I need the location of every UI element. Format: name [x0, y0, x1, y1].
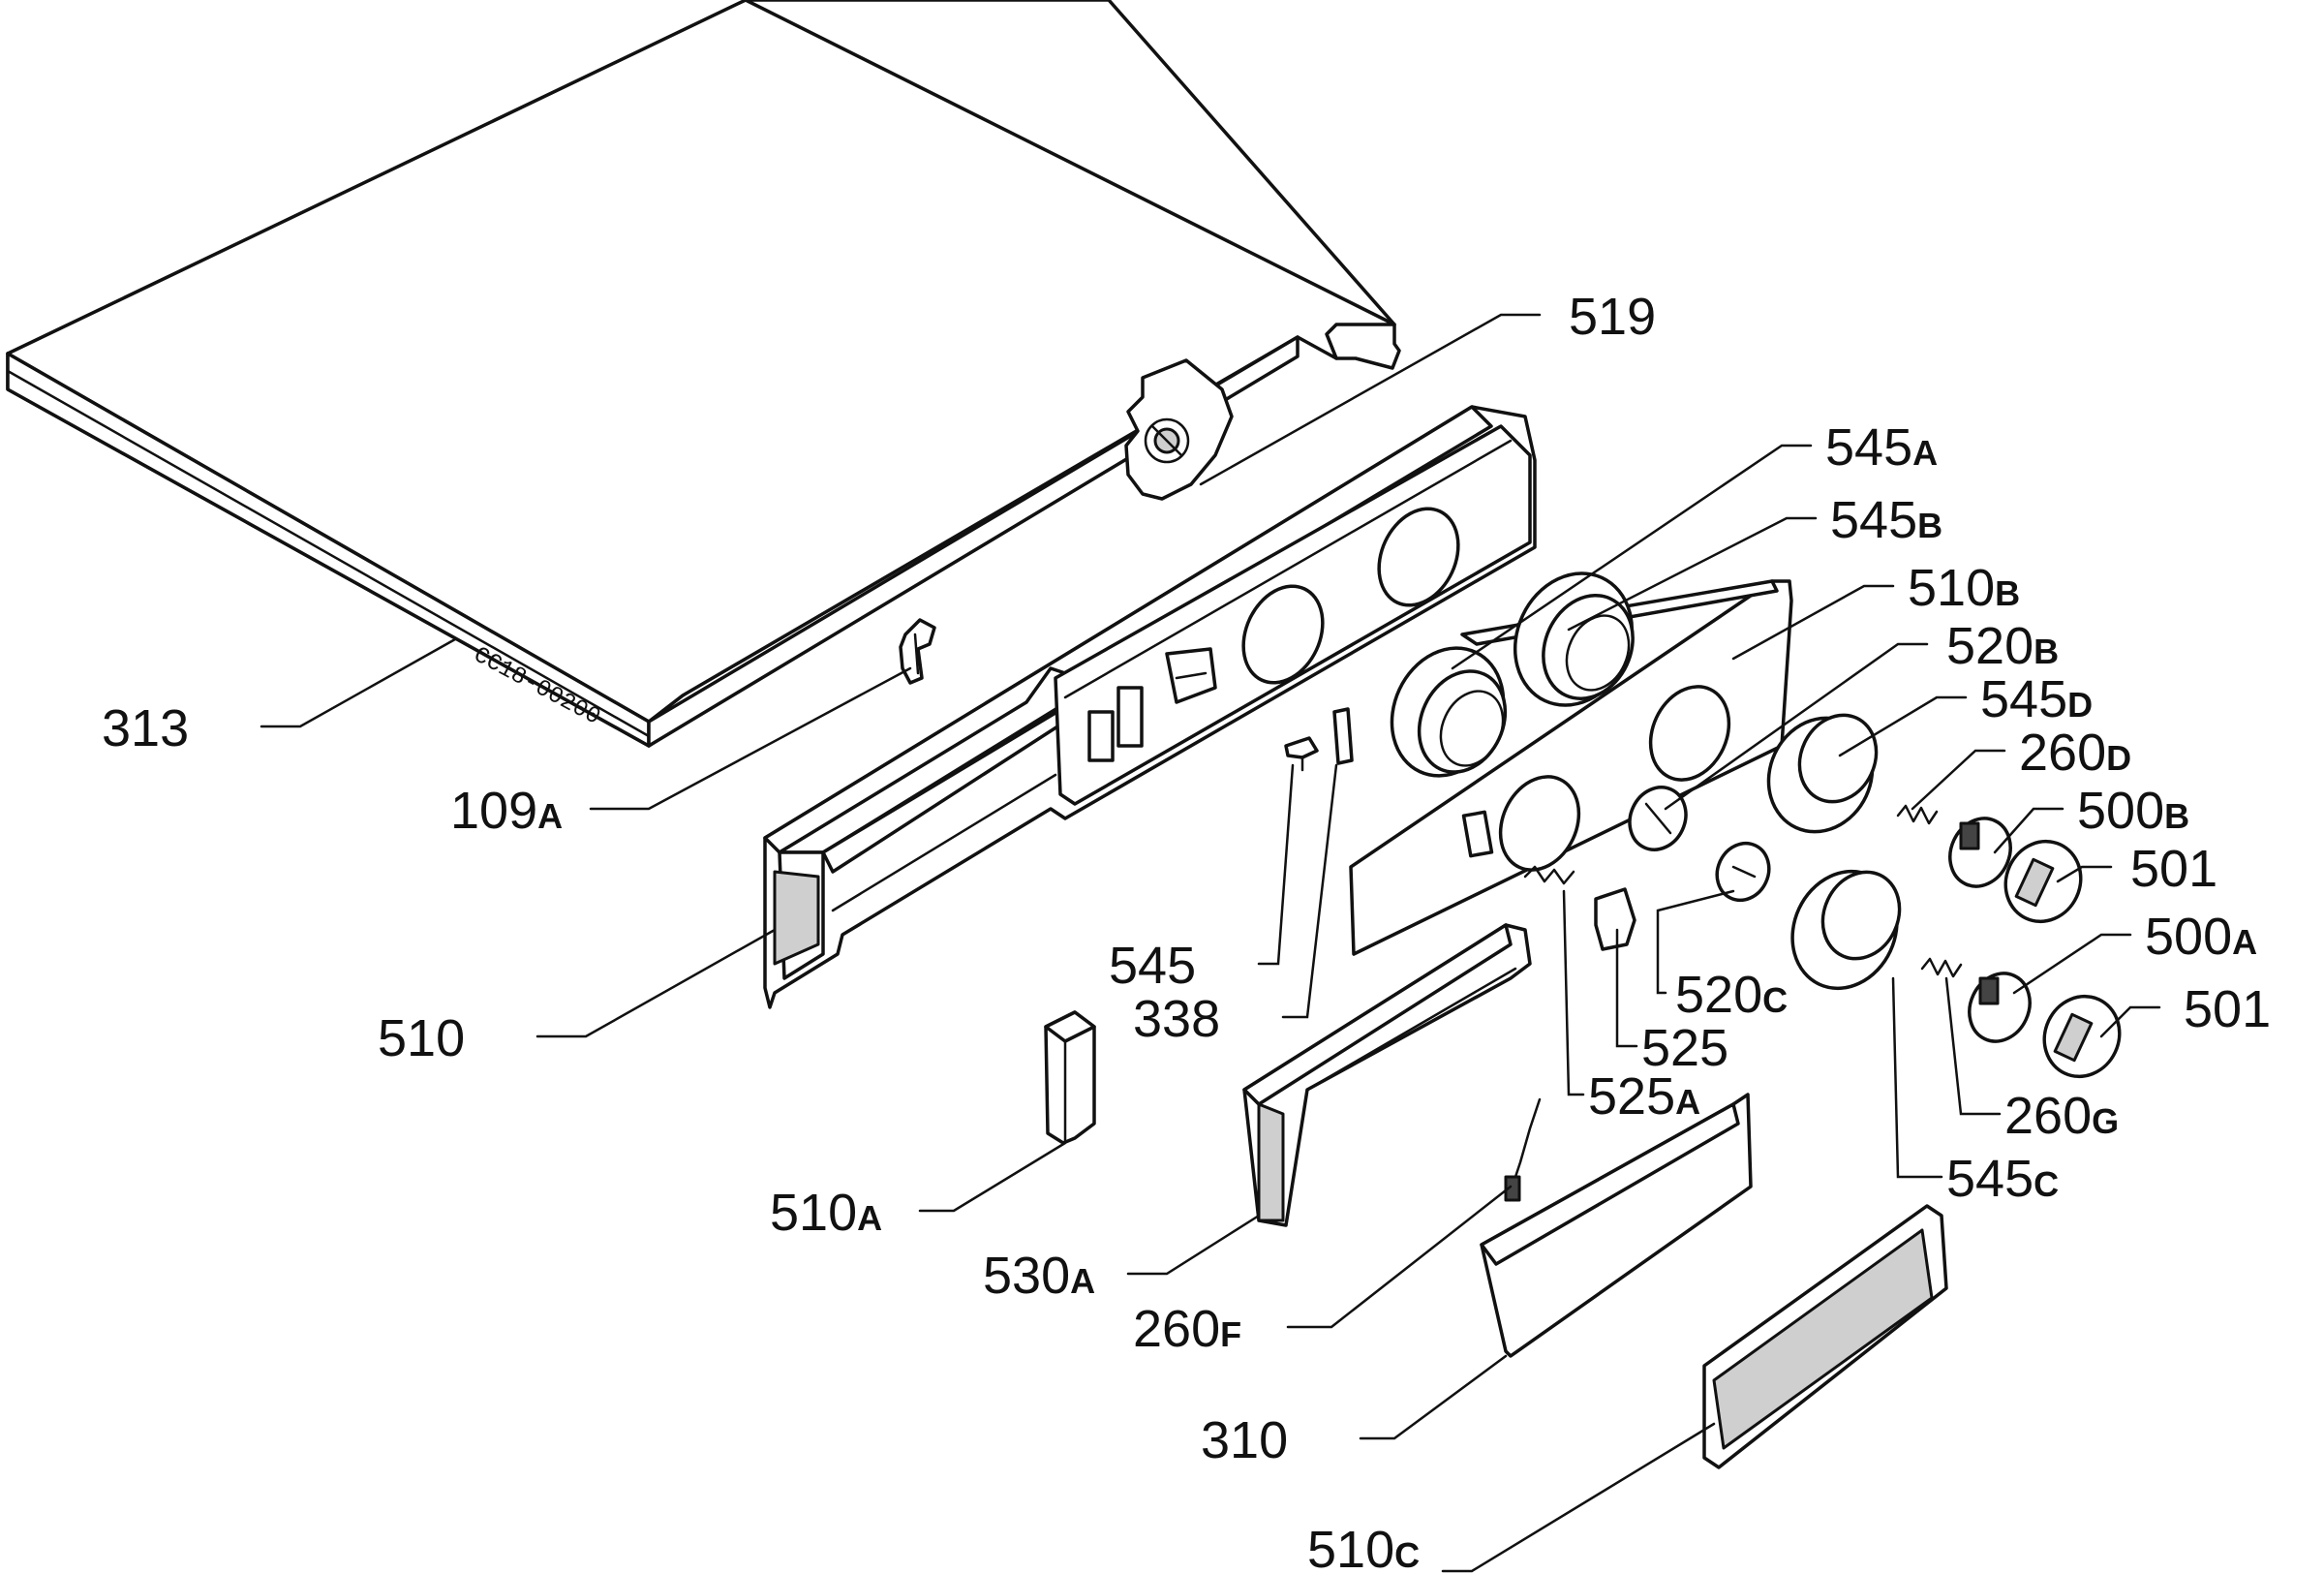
part-338-pin: [1332, 707, 1354, 765]
part-313-worktop: [6, 0, 1401, 748]
part-310-flap: [1480, 1093, 1753, 1358]
part-500A-knob-core: [1968, 972, 2032, 1043]
callout-260G: 260G: [2004, 1087, 2119, 1145]
part-545A-ring: [1390, 646, 1508, 778]
callout-520C: 520C: [1675, 966, 1788, 1024]
callout-519: 519: [1569, 288, 1656, 346]
callout-109A: 109A: [450, 782, 563, 840]
callout-545C: 545C: [1946, 1150, 2059, 1208]
callout-labels: 519 545A 545B 510B 520B 545D 260D 500B 5…: [102, 288, 2271, 1574]
part-545D-knob-skirt: [1766, 713, 1879, 834]
callout-545A: 545A: [1825, 418, 1938, 477]
part-525A-spring-pin: [1523, 865, 1575, 885]
part-109A-latch-clip: [899, 618, 936, 685]
callout-525: 525: [1641, 1019, 1728, 1077]
part-510-control-panel: [763, 405, 1537, 1009]
callout-510: 510: [378, 1009, 465, 1067]
callout-260D: 260D: [2019, 724, 2131, 782]
part-260D-spring: [1896, 804, 1939, 825]
callout-500A: 500A: [2145, 908, 2257, 966]
part-500B-knob-core: [1948, 817, 2012, 888]
part-501-knob-cap-upper: [2003, 839, 2083, 924]
callout-510C: 510C: [1307, 1521, 1420, 1574]
part-545C-knob-skirt: [1790, 869, 1902, 991]
callout-310: 310: [1201, 1411, 1288, 1469]
part-520C-switch-insert: [1715, 841, 1771, 903]
callout-501-lower: 501: [2184, 980, 2271, 1038]
callout-545B: 545B: [1830, 491, 1942, 549]
callout-520B: 520B: [1946, 617, 2059, 675]
part-501-knob-cap-lower: [2042, 994, 2122, 1079]
part-519-hinge-bracket: [1124, 358, 1234, 501]
part-530A-handle: [1242, 923, 1532, 1227]
callout-525A: 525A: [1588, 1067, 1700, 1126]
callout-500B: 500B: [2077, 782, 2189, 840]
part-260G-spring: [1920, 957, 1963, 978]
callout-545: 545: [1109, 937, 1196, 995]
part-510C-trim-panel: [1702, 1204, 1948, 1469]
leader-lines: [260, 313, 2161, 1573]
callout-545D: 545D: [1980, 670, 2093, 728]
part-525-button: [1594, 887, 1636, 951]
callout-510B: 510B: [1908, 559, 2020, 617]
part-260F-spring: [1504, 1097, 1542, 1202]
part-545-clip: [1284, 736, 1319, 772]
callout-510A: 510A: [770, 1184, 882, 1242]
part-510A-side-strip: [1044, 1010, 1096, 1145]
callout-260F: 260F: [1133, 1300, 1241, 1358]
callout-501-upper: 501: [2130, 840, 2217, 898]
callout-313: 313: [102, 699, 189, 757]
callout-338: 338: [1133, 990, 1220, 1048]
callout-530A: 530A: [983, 1247, 1095, 1305]
